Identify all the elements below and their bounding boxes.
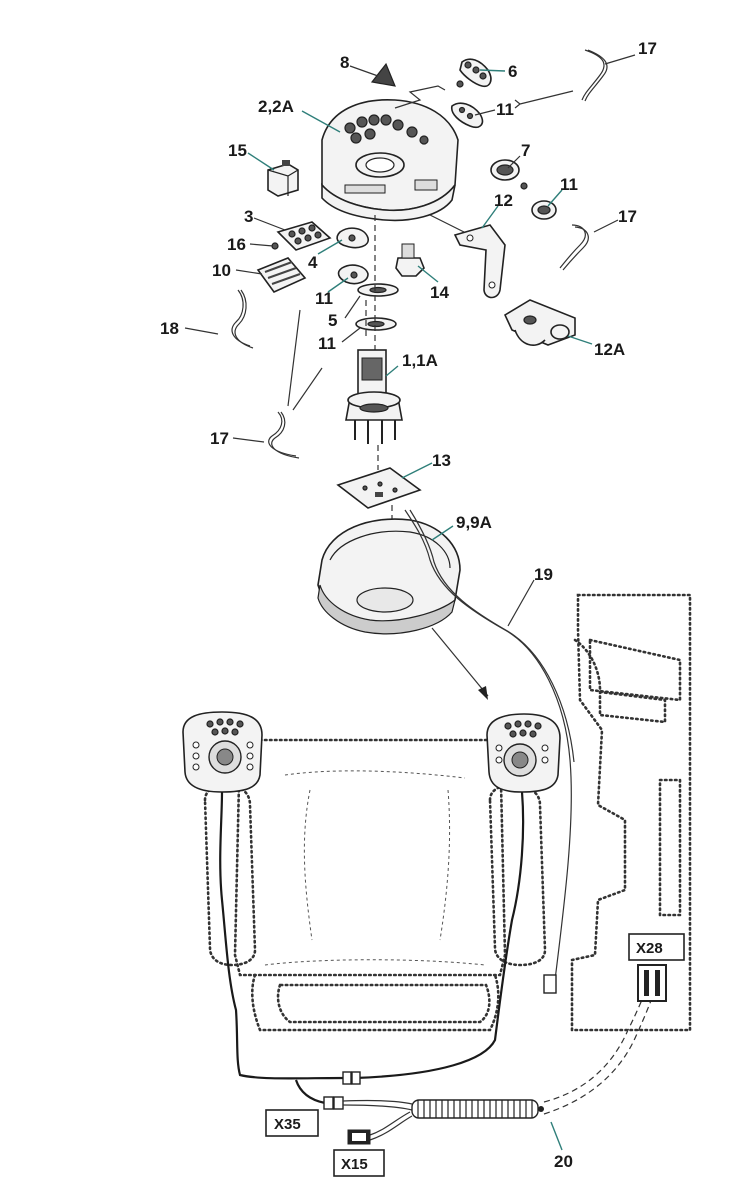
cable-19 — [404, 509, 572, 981]
callout-19: 19 — [534, 565, 553, 584]
right-armrest — [488, 783, 547, 967]
callout-17-top: 17 — [638, 39, 657, 58]
right-joystick-head — [486, 713, 561, 793]
clamp-12a — [503, 299, 576, 346]
callout-4: 4 — [308, 253, 318, 272]
callout-3: 3 — [244, 207, 253, 226]
grommet-11b — [531, 200, 557, 220]
callout-15: 15 — [228, 141, 247, 160]
knob-7 — [490, 159, 528, 190]
base-housing-9 — [317, 518, 461, 635]
callout-11-right: 11 — [560, 175, 578, 194]
callout-17-mid: 17 — [618, 207, 637, 226]
keypad-10 — [256, 257, 307, 293]
bracket-12 — [453, 224, 506, 299]
callout-16: 16 — [227, 235, 246, 254]
callout-14: 14 — [430, 283, 449, 302]
callout-13: 13 — [432, 451, 451, 470]
callout-10: 10 — [212, 261, 231, 280]
callout-11-top: 11 — [496, 100, 514, 119]
gasket-11a — [450, 102, 484, 129]
button-strip-6 — [456, 58, 492, 88]
circuit-board-13 — [336, 445, 422, 520]
callout-11-left: 11 — [315, 289, 333, 308]
callout-1-1a: 1,1A — [402, 351, 438, 370]
callout-12a: 12A — [594, 340, 625, 359]
cable-17b — [559, 224, 586, 269]
left-harness-wire — [219, 791, 346, 1080]
connector-x28-label: X28 — [636, 940, 663, 957]
x28-label-box — [628, 933, 685, 961]
callout-7: 7 — [521, 141, 530, 160]
callout-11-lower: 11 — [318, 334, 336, 353]
plate-11d — [355, 317, 397, 331]
left-joystick-head — [182, 711, 263, 793]
callout-5: 5 — [328, 311, 337, 330]
x35-label-box — [265, 1109, 319, 1137]
plate-5 — [357, 283, 399, 297]
connector-x15-label: X15 — [341, 1156, 368, 1173]
cable-17c — [268, 411, 297, 457]
left-armrest — [203, 783, 257, 967]
triangle-part-8 — [370, 62, 396, 87]
joystick-core-1 — [345, 349, 403, 444]
keypad-3 — [276, 221, 332, 251]
cable-18 — [231, 289, 251, 347]
gasket-4 — [336, 227, 369, 249]
callout-6: 6 — [508, 62, 517, 81]
connector-x35-label: X35 — [274, 1116, 301, 1133]
nut-14 — [395, 243, 425, 277]
callout-20: 20 — [554, 1152, 573, 1171]
callout-9-9a: 9,9A — [456, 513, 492, 532]
callout-18: 18 — [160, 319, 179, 338]
main-housing — [321, 99, 459, 222]
callout-2-2a: 2,2A — [258, 97, 294, 116]
x28-plug — [637, 964, 667, 1002]
coiled-cable-20 — [411, 1099, 544, 1119]
seat-cushion-outline — [233, 738, 507, 977]
callout-17-low: 17 — [210, 429, 229, 448]
box-part-15 — [267, 160, 299, 197]
right-harness-wire — [354, 791, 525, 1080]
cable-17a — [581, 49, 605, 101]
console-outline — [570, 593, 692, 1032]
callout-12: 12 — [494, 191, 513, 210]
callout-8: 8 — [340, 53, 349, 72]
x15-label-box — [333, 1149, 385, 1177]
